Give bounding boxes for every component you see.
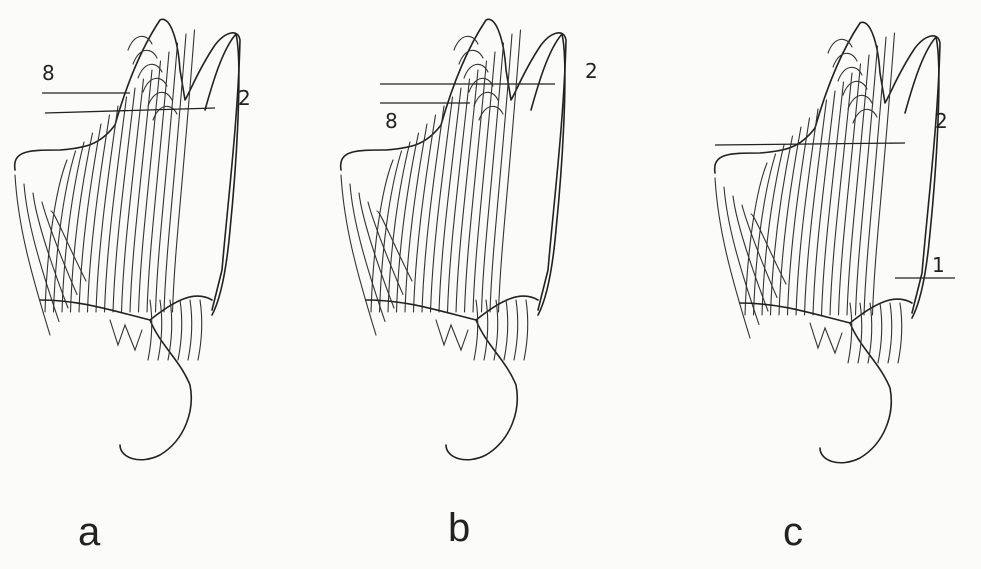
tip-scallop bbox=[474, 92, 498, 106]
outline bbox=[341, 19, 566, 310]
bulb-rib bbox=[524, 300, 528, 360]
base-spikes bbox=[110, 320, 142, 350]
tip-scallop bbox=[138, 64, 162, 78]
fan-ray bbox=[754, 154, 776, 315]
tip-scallop bbox=[464, 64, 488, 78]
tip-scallop bbox=[469, 78, 493, 92]
fan-ray bbox=[54, 151, 76, 312]
marker-8-b: 8 bbox=[385, 109, 398, 133]
marker-2-a: 2 bbox=[238, 86, 251, 110]
base-line bbox=[740, 299, 912, 323]
bulb-rib bbox=[514, 300, 518, 360]
bulb-rib bbox=[858, 303, 862, 363]
bulb-rib bbox=[504, 300, 508, 360]
marker-8-a: 8 bbox=[42, 61, 55, 85]
marker-1-c: 1 bbox=[932, 253, 945, 277]
bulb-rib bbox=[878, 303, 882, 363]
tip-scallop bbox=[148, 92, 172, 106]
bulb-rib bbox=[158, 300, 162, 360]
panel-drawing-b bbox=[341, 19, 566, 459]
panel-label-a: a bbox=[78, 512, 100, 552]
base-spikes bbox=[436, 320, 468, 350]
bulb-rib bbox=[474, 300, 478, 360]
bulb-rib bbox=[888, 303, 892, 363]
tip-scallop bbox=[153, 106, 177, 120]
tip-scallop bbox=[454, 36, 478, 50]
tip-scallop bbox=[128, 36, 152, 50]
panel-label-b: b bbox=[448, 508, 470, 548]
base-line bbox=[366, 296, 538, 320]
tip-scallop bbox=[479, 106, 503, 120]
bulb-rib bbox=[188, 300, 192, 360]
tip-scallop bbox=[838, 67, 862, 81]
tip-scallop bbox=[143, 78, 167, 92]
panel-label-c: c bbox=[783, 512, 803, 552]
marker-2-b: 2 bbox=[585, 59, 598, 83]
panel-drawing-c bbox=[715, 22, 940, 462]
marker-2-c: 2 bbox=[935, 109, 948, 133]
tip-scallop bbox=[853, 109, 877, 123]
tip-scallop bbox=[848, 95, 872, 109]
bulb-rib bbox=[178, 300, 182, 360]
bulb-rib bbox=[848, 303, 852, 363]
leader-2-a bbox=[45, 108, 215, 113]
leader-2-c bbox=[715, 143, 905, 145]
fan-ray bbox=[380, 151, 402, 312]
base-line bbox=[40, 296, 212, 320]
outline bbox=[715, 22, 940, 313]
bulb-rib bbox=[484, 300, 488, 360]
bulb-rib bbox=[148, 300, 152, 360]
bulb-rib bbox=[898, 303, 902, 363]
tip-scallop bbox=[843, 81, 867, 95]
bulb-rib bbox=[198, 300, 202, 360]
tip-scallop bbox=[828, 39, 852, 53]
panel-drawing-a bbox=[15, 19, 240, 459]
base-spikes bbox=[810, 323, 842, 353]
